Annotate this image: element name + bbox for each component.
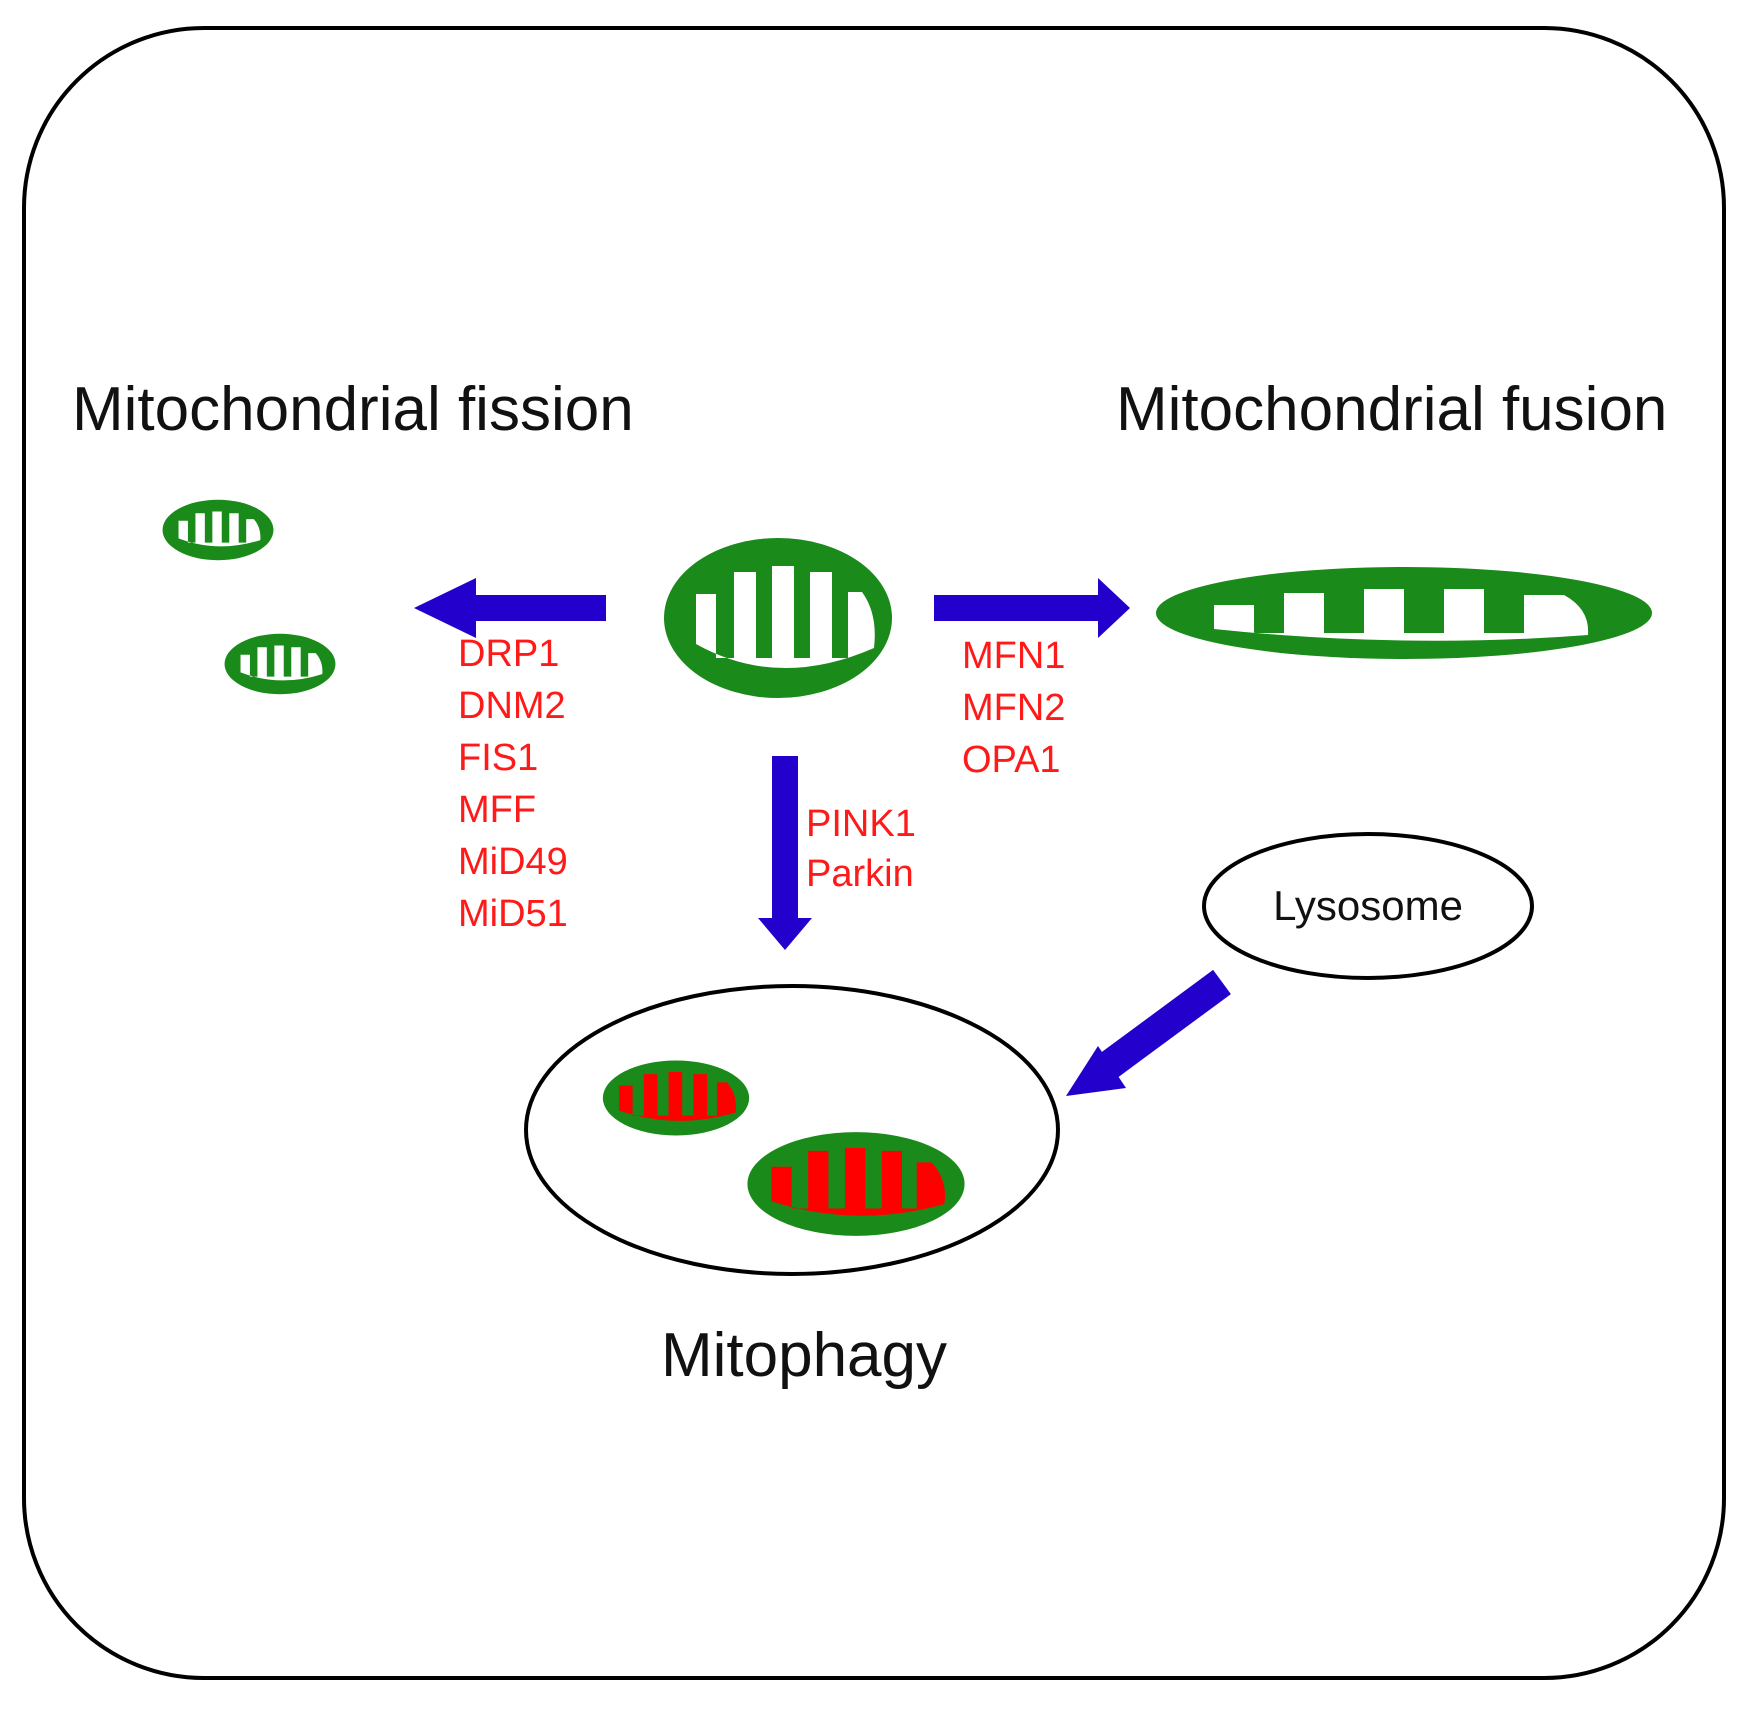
fission-gene: MFF bbox=[458, 789, 536, 831]
fusion-heading: Mitochondrial fusion bbox=[1116, 375, 1667, 444]
fusion-gene: OPA1 bbox=[962, 739, 1061, 781]
cell-frame bbox=[22, 26, 1726, 1680]
fission-gene: FIS1 bbox=[458, 737, 538, 779]
mitophagy-arrow bbox=[758, 756, 812, 950]
lysosome: Lysosome bbox=[1202, 832, 1534, 980]
mitochondrion-icon bbox=[664, 538, 892, 698]
fusion-gene-list: MFN1 MFN2 OPA1 bbox=[962, 635, 1065, 781]
fission-gene-list: DRP1 DNM2 FIS1 MFF MiD49 MiD51 bbox=[458, 633, 568, 935]
mitochondrion-icon bbox=[224, 633, 336, 695]
fusion-gene: MFN2 bbox=[962, 687, 1065, 729]
fission-gene: MiD51 bbox=[458, 893, 568, 935]
fission-heading: Mitochondrial fission bbox=[72, 375, 634, 444]
mitophagy-gene: PINK1 bbox=[806, 803, 916, 845]
mitophagy-gene-list: PINK1 Parkin bbox=[806, 803, 916, 895]
fission-gene: DNM2 bbox=[458, 685, 566, 727]
fusion-arrow bbox=[934, 578, 1130, 638]
mitochondrion-icon bbox=[162, 499, 274, 561]
fission-gene: MiD49 bbox=[458, 841, 568, 883]
fission-arrow bbox=[414, 578, 606, 638]
mitophagy-gene: Parkin bbox=[806, 853, 914, 895]
mitochondrion-icon bbox=[1156, 567, 1652, 659]
damaged-mitochondrion-icon bbox=[602, 1060, 750, 1136]
damaged-mitochondrion-icon bbox=[747, 1132, 965, 1236]
lysosome-label: Lysosome bbox=[1273, 882, 1463, 929]
fission-gene: DRP1 bbox=[458, 633, 559, 675]
autophagosome bbox=[524, 984, 1060, 1276]
mitophagy-heading: Mitophagy bbox=[661, 1321, 947, 1390]
lysosome-arrow bbox=[1066, 969, 1231, 1096]
fusion-gene: MFN1 bbox=[962, 635, 1065, 677]
